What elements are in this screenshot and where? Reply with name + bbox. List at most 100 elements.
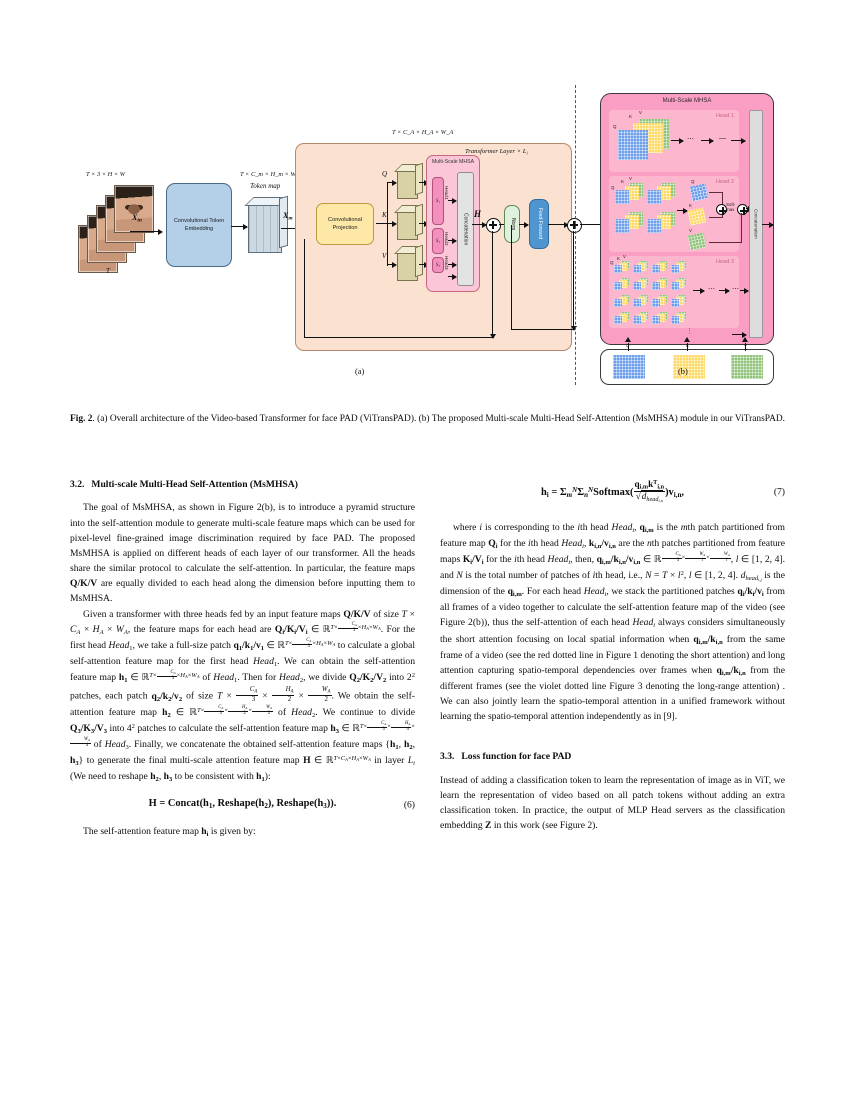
v-label: V [382,252,387,260]
p1-text-a: The goal of MsMHSA, as shown in Figure 2… [70,502,415,575]
section-3-2-number: 3.2. [70,479,85,490]
figure-caption-label: Fig. 2 [70,414,93,424]
arrow-s3b-concat [448,273,457,280]
scale-2-label: S₂ [435,238,441,244]
head-3-label-b: Head 3 [715,259,734,265]
q-grid-h2-c [615,219,629,233]
arrow-h1-3 [731,137,746,144]
ellipsis-h1-1: ⋯ [687,136,694,143]
input-dims-label: T × 3 × H × W [86,171,126,178]
k-input-grid [673,355,705,379]
conv-projection-label: Convolutional Projection [328,216,362,231]
figure-2: T × 3 × H × W T Xin Convolutional Token … [70,85,785,400]
k-label-h2-sel: K [689,203,692,208]
token-dims-label: T × C_m × H_m × W_m [240,171,304,178]
paragraph-3-2-2: Given a transformer with three heads fed… [70,608,416,783]
scale-3-bar: S₃ [432,257,444,273]
q-patch-h2 [689,183,709,202]
scale-2-bar: S₂ [432,228,444,254]
arrow-more-heads [732,331,747,338]
section-3-2-heading: 3.2. Multi-scale Multi-Head Self-Attentio… [70,478,415,491]
equation-6-tag: (6) [403,798,415,810]
k-label: K [382,211,387,219]
arrow-to-q [387,179,397,186]
residual-add-2 [567,218,582,233]
arrow-cte-to-tokenmap [231,223,248,230]
matmul-node-h2 [716,204,727,215]
paragraph-3-2-3: The self-attention feature map hi is giv… [83,825,256,838]
equation-6: H = Concat(h1, Reshape(h2), Reshape(h3))… [70,796,415,812]
q-label-h1: Q [613,124,617,129]
k-label-h2: K [621,179,624,184]
figure-panel-b: Multi-Scale MHSA Head 1 K V Q ⋯ — [582,85,787,385]
arrow-h3-2 [719,287,730,294]
msmhsa-block: Multi-Scale MHSA S₁ S₂ S₃ Head1 Head2 He… [426,155,480,292]
msmhsa-title: Multi-Scale MHSA [431,159,475,165]
figure-caption-text: . (a) Overall architecture of the Video-… [92,414,785,424]
head-3-region: Head 3 K V Q [609,254,749,328]
paragraph-3-3-pre: where i is corresponding to the ith head… [440,521,785,723]
section-3-3-number: 3.3. [440,751,455,763]
arrow-h3-1 [693,287,705,294]
q-volume [394,162,423,199]
head-1-region: Head 1 K V Q ⋯ — [609,110,746,172]
v-patch-h2 [687,232,707,251]
concatenation-block-b: Concatenation [749,110,763,338]
v-label-h2: V [629,176,632,181]
arrow-h2-split [677,207,688,214]
section-3-2-title: Multi-scale Multi-Head Self-Attention (M… [91,479,298,490]
residual-riser-2 [511,225,513,330]
conv-projection-block: Convolutional Projection [316,203,374,245]
p1-qkv: Q/K/V [70,578,98,590]
arrow-s2-concat [448,237,457,244]
arrow-ff-to-add2 [548,221,569,228]
section-3-3-heading: 3.3.Loss function for face PAD [440,750,785,763]
transformer-layer-label: Transformer Layer × Li [465,148,528,156]
softmax-mul-node-h2 [737,204,748,215]
equation-7-tag: (7) [773,486,785,498]
ellipsis-h3-2: ⋯ [732,286,739,293]
arrow-s3-concat [448,261,457,268]
head-3-label: Head3 [444,256,449,270]
q-grid-h2-d [647,219,661,233]
cproj-out-stem [376,223,388,225]
head-2-label: Head2 [444,232,449,246]
figure-caption: Fig. 2. (a) Overall architecture of the … [70,412,785,426]
v-volume [394,244,423,281]
arrow-h1-2 [701,137,714,144]
norm-label: Norm [509,217,516,231]
equation-7: hi = ΣmNΣnNSoftmax(qi,mkTi,n√dheadi,n)vi… [440,479,785,504]
arrow-norm-to-ff [519,221,529,228]
qkv-input-strip [600,349,774,385]
h-symbol: H [474,209,482,219]
paragraph-3-2-1: The goal of MsMHSA, as shown in Figure 2… [70,500,415,606]
k-label-h1: K [629,114,632,119]
q-label-h3: Q [610,260,614,265]
arrow-h3-3 [740,287,749,294]
panel-a-label: (a) [355,367,365,376]
residual-riser-1 [304,239,306,338]
q-grid-h2-a [615,190,629,204]
right-column: hi = ΣmNΣnNSoftmax(qi,mkTi,n√dheadi,n)vi… [440,478,785,833]
k-volume [394,203,423,240]
input-video-frames [78,185,156,273]
scale-3-label: S₃ [435,262,441,268]
token-map-label: Token map [250,182,281,190]
x-m-symbol: Xm [283,211,293,222]
q-label: Q [382,170,388,178]
arrow-s1-concat [448,197,457,204]
arrow-residual-2-up [570,231,577,331]
head-2-region: Head 2 K V Q Q [609,176,753,252]
arrow-concat-to-add1 [472,221,487,228]
msmhsa-panel-title: Multi-Scale MHSA [662,98,712,104]
q-grid-h1 [618,130,648,160]
head-2-label-b: Head 2 [715,179,734,185]
arrow-to-k [387,220,397,227]
vertical-ellipsis: ⋮ [686,328,693,335]
v-input-grid [731,355,763,379]
v-label-h1: V [639,110,642,115]
frames-count-label: T [106,267,110,275]
head-1-label: Head1 [444,186,449,200]
q-label-h2-sel: Q [691,179,695,184]
